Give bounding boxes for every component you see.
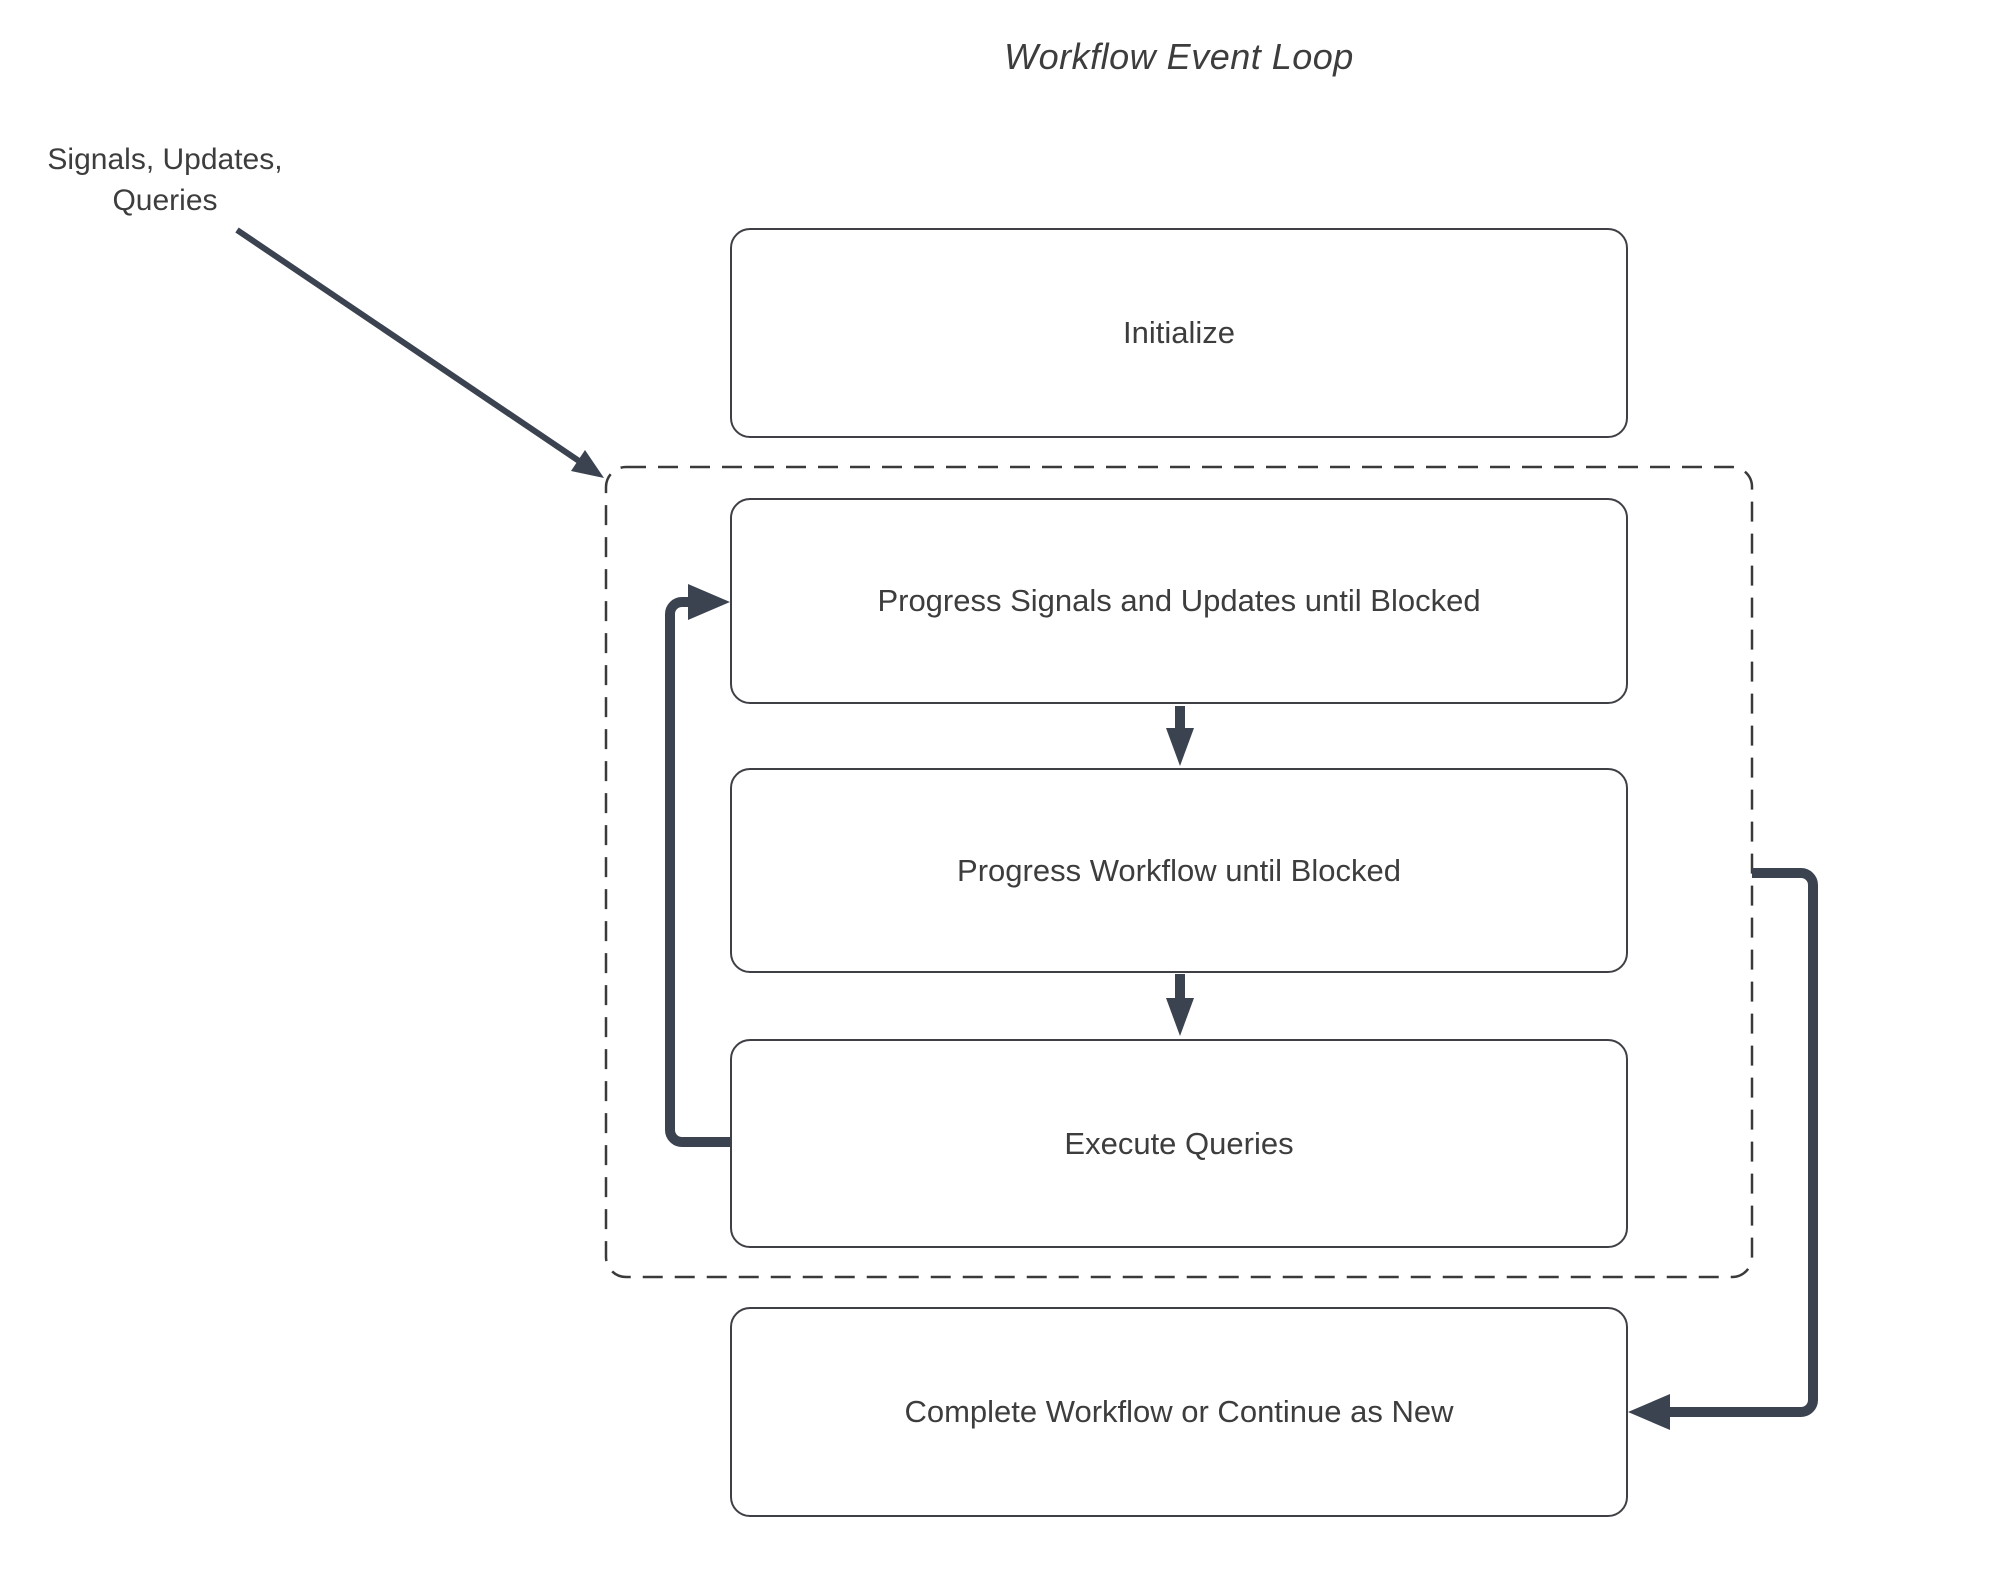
arrow-down-signals-to-workflow-icon xyxy=(1166,706,1194,766)
node-complete-workflow: Complete Workflow or Continue as New xyxy=(730,1307,1628,1517)
exit-arrow-icon xyxy=(1628,868,1818,1430)
input-arrow-icon xyxy=(235,227,604,478)
loop-back-arrow-icon xyxy=(665,584,730,1147)
node-progress-signals-and-updates: Progress Signals and Updates until Block… xyxy=(730,498,1628,704)
node-complete-workflow-label: Complete Workflow or Continue as New xyxy=(904,1394,1454,1429)
node-initialize: Initialize xyxy=(730,228,1628,438)
node-execute-queries-label: Execute Queries xyxy=(1064,1125,1294,1161)
node-progress-workflow-label: Progress Workflow until Blocked xyxy=(957,852,1401,888)
node-progress-workflow: Progress Workflow until Blocked xyxy=(730,768,1628,973)
node-progress-signals-label: Progress Signals and Updates until Block… xyxy=(877,583,1481,618)
arrow-down-workflow-to-queries-icon xyxy=(1166,974,1194,1036)
node-execute-queries: Execute Queries xyxy=(730,1039,1628,1248)
diagram-title: Workflow Event Loop xyxy=(1004,36,1354,77)
external-input-label: Signals, Updates, Queries xyxy=(47,143,283,217)
node-initialize-label: Initialize xyxy=(1123,315,1235,350)
